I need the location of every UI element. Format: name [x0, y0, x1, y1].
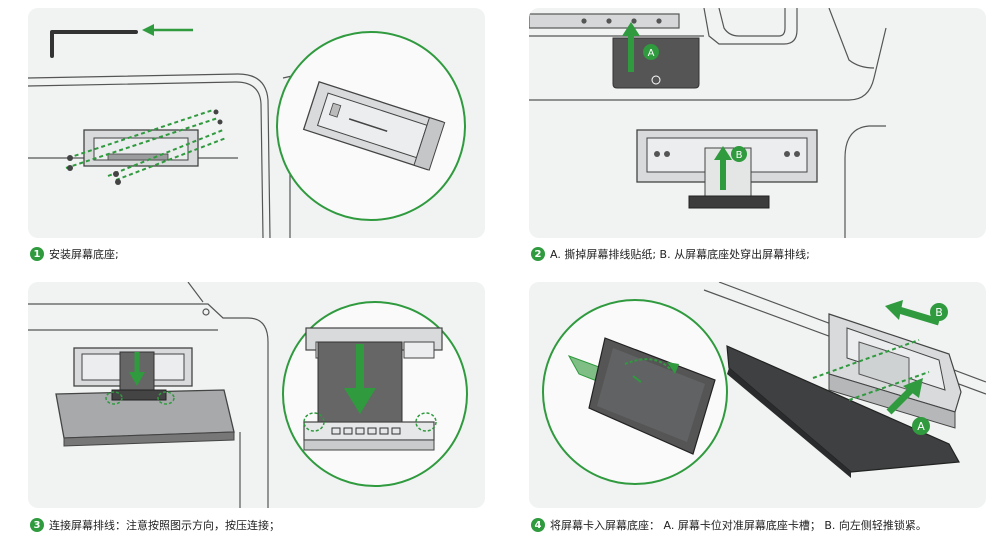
step-2-caption: 2 A. 撕掉屏幕排线贴纸; B. 从屏幕底座处穿出屏幕排线; [531, 246, 810, 262]
allen-key-icon [50, 30, 138, 58]
step-3-illustration [28, 282, 485, 508]
screen-base: B [636, 129, 818, 209]
step-caption-text: A. 撕掉屏幕排线贴纸; B. 从屏幕底座处穿出屏幕排线; [550, 248, 810, 261]
label-a: A [917, 420, 925, 433]
arrow-icon [142, 24, 193, 36]
step-caption-text: 将屏幕卡入屏幕底座： A. 屏幕卡位对准屏幕底座卡槽； B. 向左侧轻推锁紧。 [550, 519, 927, 532]
screen-panel [726, 345, 960, 478]
step-number-badge: 3 [30, 518, 44, 532]
top-rail [529, 8, 887, 238]
step-2-illustration: A B [529, 8, 986, 238]
label-b: B [935, 306, 943, 319]
cable-sticker: A [612, 22, 700, 89]
step-3-caption: 3 连接屏幕排线：注意按照图示方向，按压连接； [30, 517, 280, 533]
label-a: A [648, 48, 655, 59]
step-1-caption: 1 安装屏幕底座; [30, 246, 119, 262]
step-4-caption: 4 将屏幕卡入屏幕底座： A. 屏幕卡位对准屏幕底座卡槽； B. 向左侧轻推锁紧… [531, 517, 927, 533]
label-b: B [736, 150, 743, 161]
screen-base [55, 347, 235, 447]
step-caption-text: 连接屏幕排线：注意按照图示方向，按压连接； [49, 519, 280, 532]
step-1-illustration [28, 8, 485, 238]
zoom-circle-icon [282, 301, 468, 487]
step-4-illustration: B A [529, 282, 986, 508]
step-number-badge: 4 [531, 518, 545, 532]
zoom-circle-icon [542, 299, 728, 485]
step-number-badge: 2 [531, 247, 545, 261]
step-caption-text: 安装屏幕底座; [49, 248, 119, 261]
printer-body [28, 282, 269, 508]
step-number-badge: 1 [30, 247, 44, 261]
screen-base: B A [812, 300, 962, 435]
zoom-circle-icon [276, 31, 466, 221]
screen-base [65, 109, 227, 185]
